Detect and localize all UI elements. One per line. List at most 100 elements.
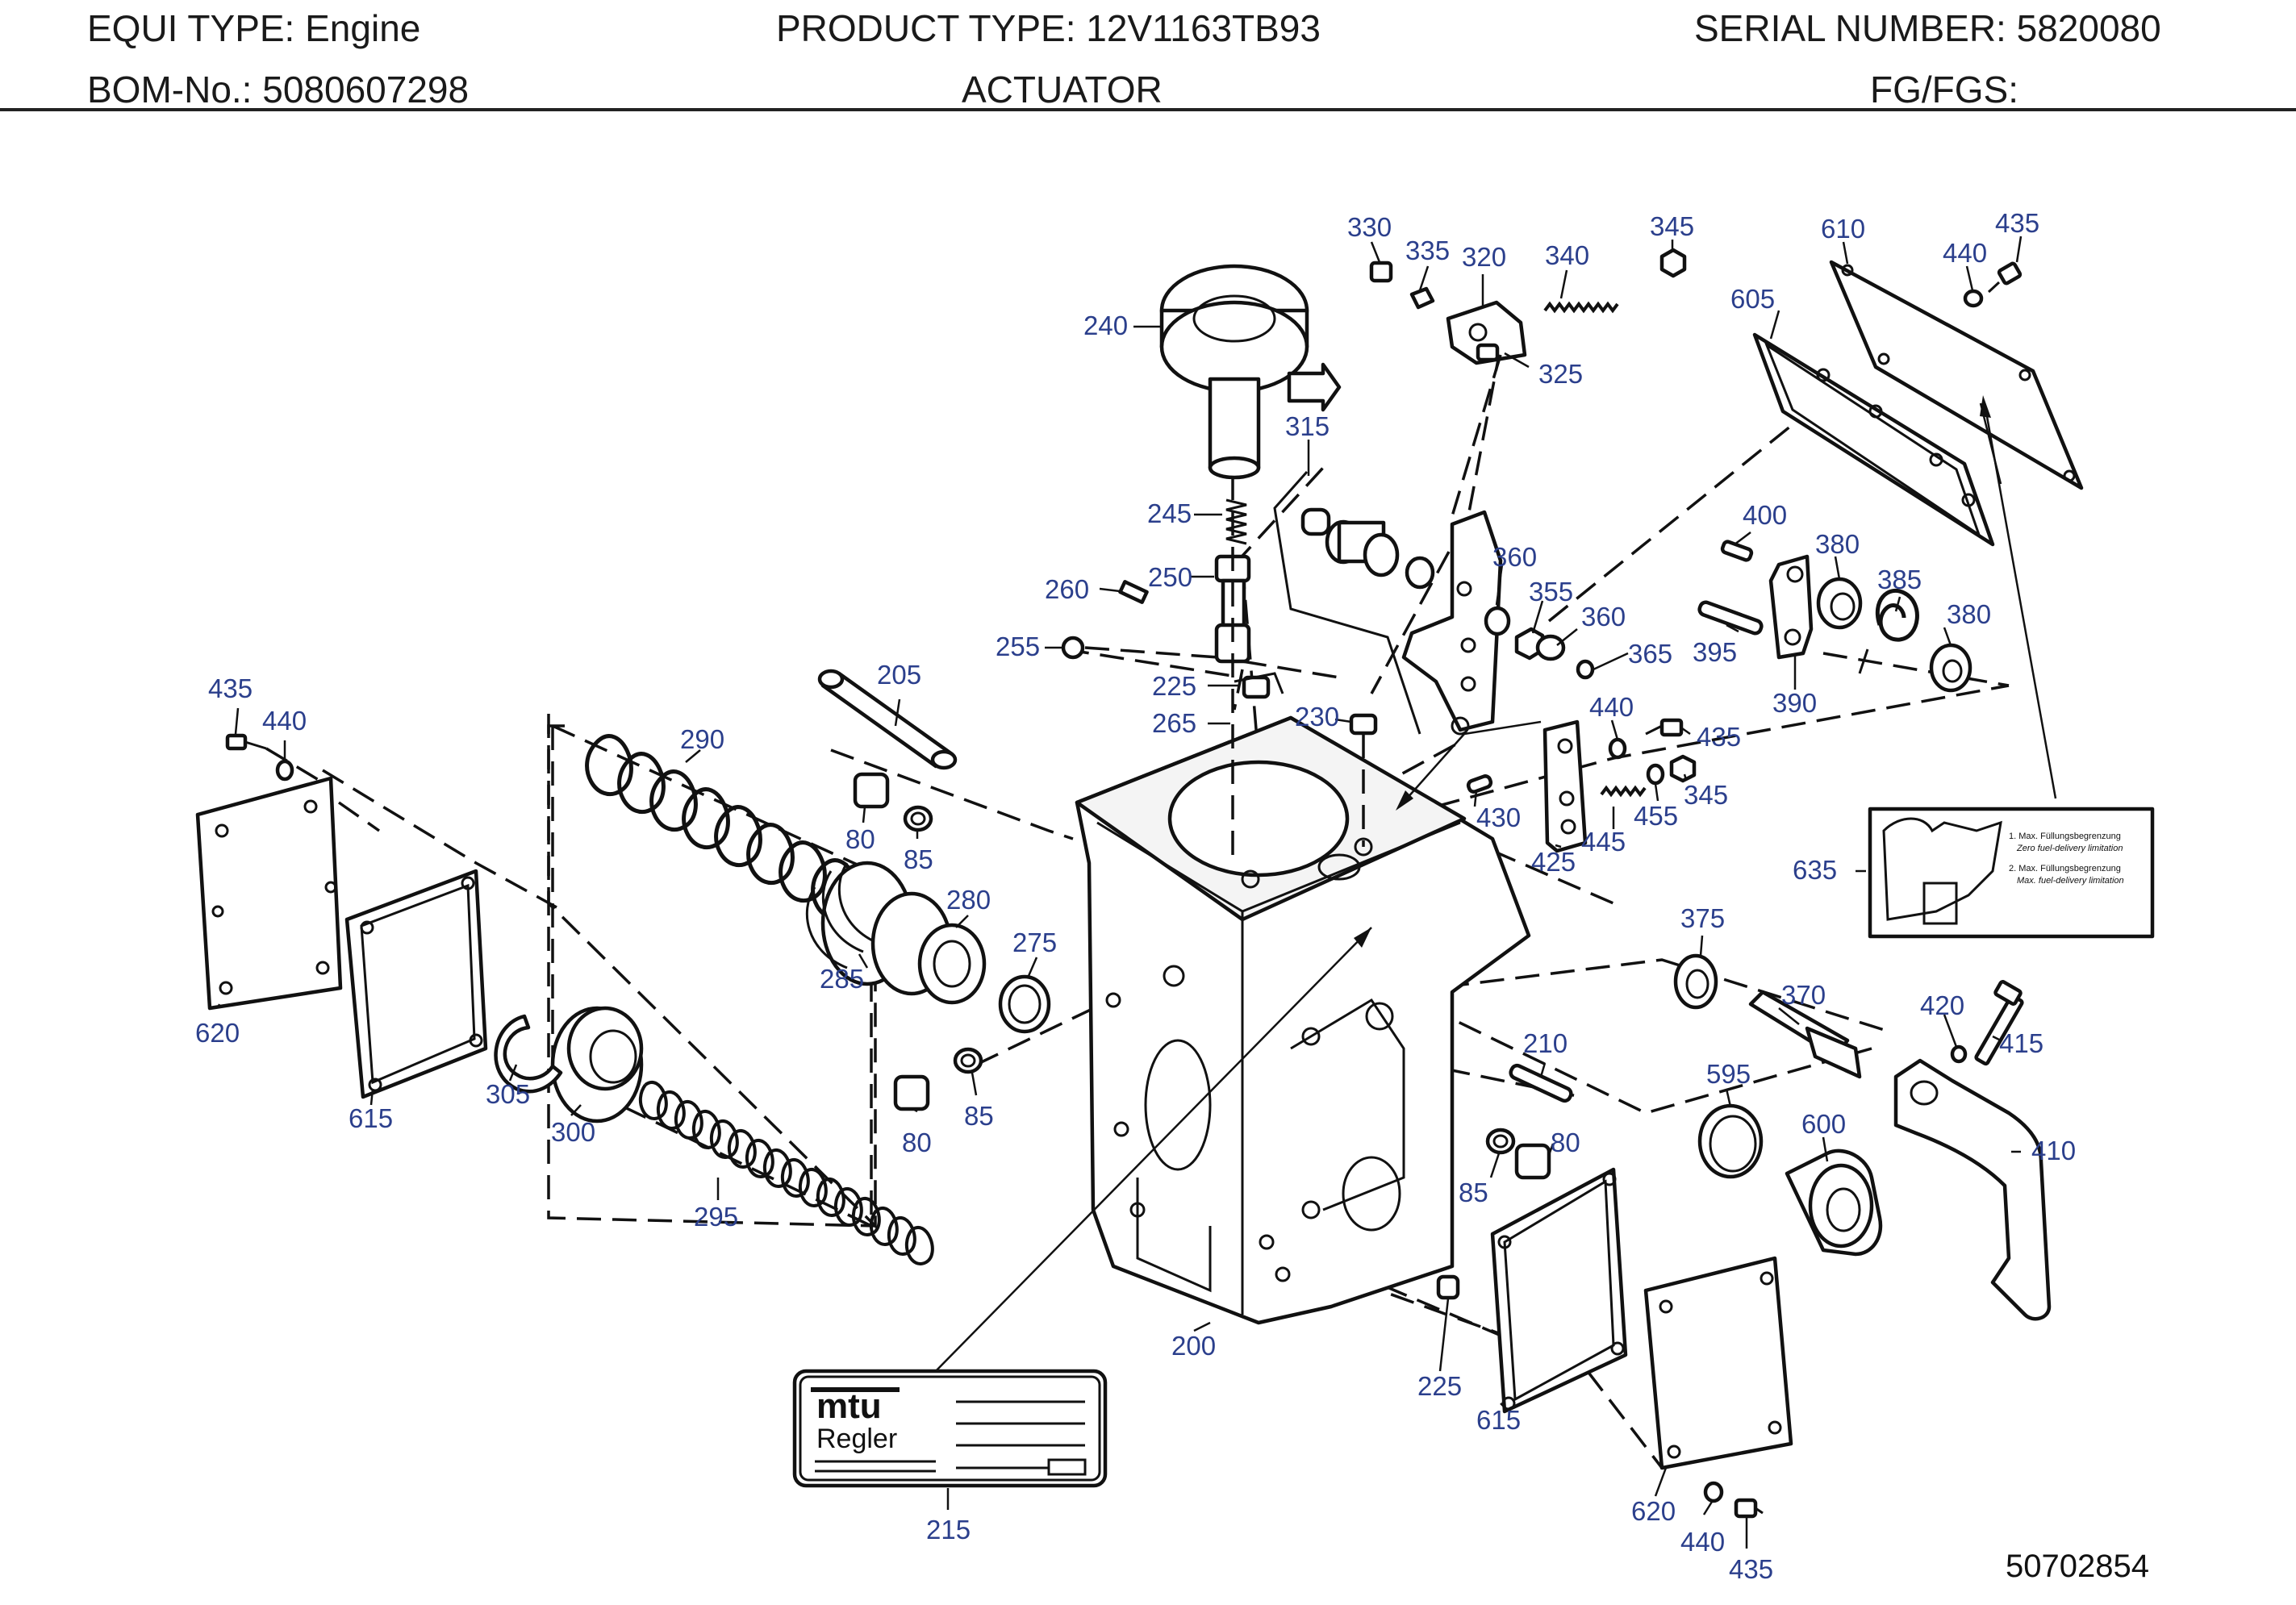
drive-pulley-240 [1159,264,1309,480]
callout-80-right: 80 [1551,1128,1580,1157]
callout-600: 600 [1801,1109,1846,1139]
info-label-line4: Max. fuel-delivery limitation [2017,876,2124,886]
callout-275: 275 [1012,928,1057,957]
callout-345-right: 345 [1684,780,1728,810]
callout-365: 365 [1628,639,1672,669]
callout-595: 595 [1706,1059,1751,1089]
bom-label: BOM-No.: [87,69,253,110]
callout-325: 325 [1538,359,1583,389]
callout-435-left: 435 [208,673,253,703]
callout-215: 215 [926,1515,971,1545]
info-label-line1: 1. Max. Füllungsbegrenzung [2009,832,2121,841]
callout-620-left: 620 [195,1018,240,1048]
callout-255: 255 [996,632,1040,661]
callout-300: 300 [551,1117,595,1147]
stop-lever-group-425 [1466,718,1697,853]
callout-265: 265 [1152,708,1196,738]
callout-210: 210 [1523,1028,1568,1058]
callout-370: 370 [1781,980,1826,1010]
callout-295: 295 [694,1202,738,1232]
callout-380-right: 380 [1947,599,1991,629]
spring-group-bracket [547,724,877,1230]
callout-280: 280 [946,885,991,915]
callout-205: 205 [877,660,921,690]
product-type-label: PRODUCT TYPE: [776,7,1076,49]
top-screw-435 [1963,261,2023,308]
serial-number-value: 5820080 [2016,7,2161,49]
callout-615-left: 615 [349,1103,393,1133]
center-column-parts [1061,476,1284,855]
callout-85-left-bottom: 85 [964,1101,994,1131]
callout-85-left-top: 85 [904,844,933,874]
callout-620-right: 620 [1631,1496,1676,1526]
serial-number: SERIAL NUMBER: 5820080 [1694,6,2161,50]
callout-80-left-top: 80 [845,824,875,854]
equi-type: EQUI TYPE: Engine [87,6,420,50]
callout-395: 395 [1693,637,1737,667]
callout-230: 230 [1295,702,1339,732]
callout-250: 250 [1148,562,1192,592]
callout-315: 315 [1285,411,1330,441]
callout-605: 605 [1730,284,1775,314]
callout-390: 390 [1772,688,1817,718]
nameplate-subtitle: Regler [816,1424,897,1454]
callout-320: 320 [1462,242,1506,272]
callout-435-bottom: 435 [1729,1554,1773,1584]
info-label-635: 1. Max. Füllungsbegrenzung Zero fuel-del… [1868,807,2155,939]
direction-arrow [1287,362,1342,412]
callout-355: 355 [1529,577,1573,607]
info-label-line3: 2. Max. Füllungsbegrenzung [2009,864,2121,873]
screw-230 [1349,713,1378,847]
callout-375: 375 [1680,903,1725,933]
right-cover-620 [1643,1256,1793,1470]
callout-240: 240 [1083,311,1128,340]
right-screw-435 [1436,1274,1764,1519]
callout-635: 635 [1793,855,1837,885]
left-gasket-615 [344,869,488,1099]
callout-330: 330 [1347,212,1392,242]
fg-fgs: FG/FGS: [1870,68,2029,111]
spring-cup-assembly [805,861,1051,1034]
callout-430: 430 [1476,802,1521,832]
lever-arm-group-390 [1697,540,1972,693]
callout-615-right: 615 [1476,1405,1521,1435]
drawing-number: 50702854 [2006,1549,2149,1584]
product-type-value: 12V1163TB93 [1086,7,1321,49]
info-label-line2: Zero fuel-delivery limitation [2016,844,2123,853]
top-cover-610 [1829,260,2084,490]
callout-410: 410 [2031,1136,2076,1165]
bom-value: 5080607298 [262,69,470,110]
callout-225-top: 225 [1152,671,1196,701]
callout-340: 340 [1545,240,1589,270]
callout-245: 245 [1147,498,1192,528]
callout-420: 420 [1920,990,1964,1020]
callout-85-right: 85 [1459,1178,1488,1207]
callout-335: 335 [1405,236,1450,265]
callout-455: 455 [1634,801,1678,831]
callout-425: 425 [1531,847,1576,877]
callout-440-bottom: 440 [1680,1527,1725,1557]
nameplate-brand: mtu [816,1386,882,1426]
callout-440-right: 440 [1589,692,1634,722]
equi-type-value: Engine [305,7,421,49]
callout-415: 415 [1999,1028,2043,1058]
callout-360-left: 360 [1492,542,1537,572]
callout-305: 305 [486,1079,530,1109]
right-gasket-615 [1490,1167,1628,1414]
callout-435-top: 435 [1995,208,2039,238]
nameplate-215: mtu Regler [792,1369,1108,1488]
serial-number-label: SERIAL NUMBER: [1694,7,2006,49]
product-type: PRODUCT TYPE: 12V1163TB93 [776,6,1321,50]
callout-260: 260 [1045,574,1089,604]
bom-number: BOM-No.: 5080607298 [87,68,469,111]
callout-leaders [216,236,2023,1549]
lever-group-315 [1273,471,1595,736]
plugs-and-rings [853,772,1551,1180]
seal-and-plug-600 [1697,1103,1883,1257]
equi-type-label: EQUI TYPE: [87,7,295,49]
actuator-housing [1075,715,1531,1325]
callout-380-top: 380 [1815,529,1860,559]
top-gasket-605 [1752,332,1995,547]
header-rule [0,108,2296,111]
